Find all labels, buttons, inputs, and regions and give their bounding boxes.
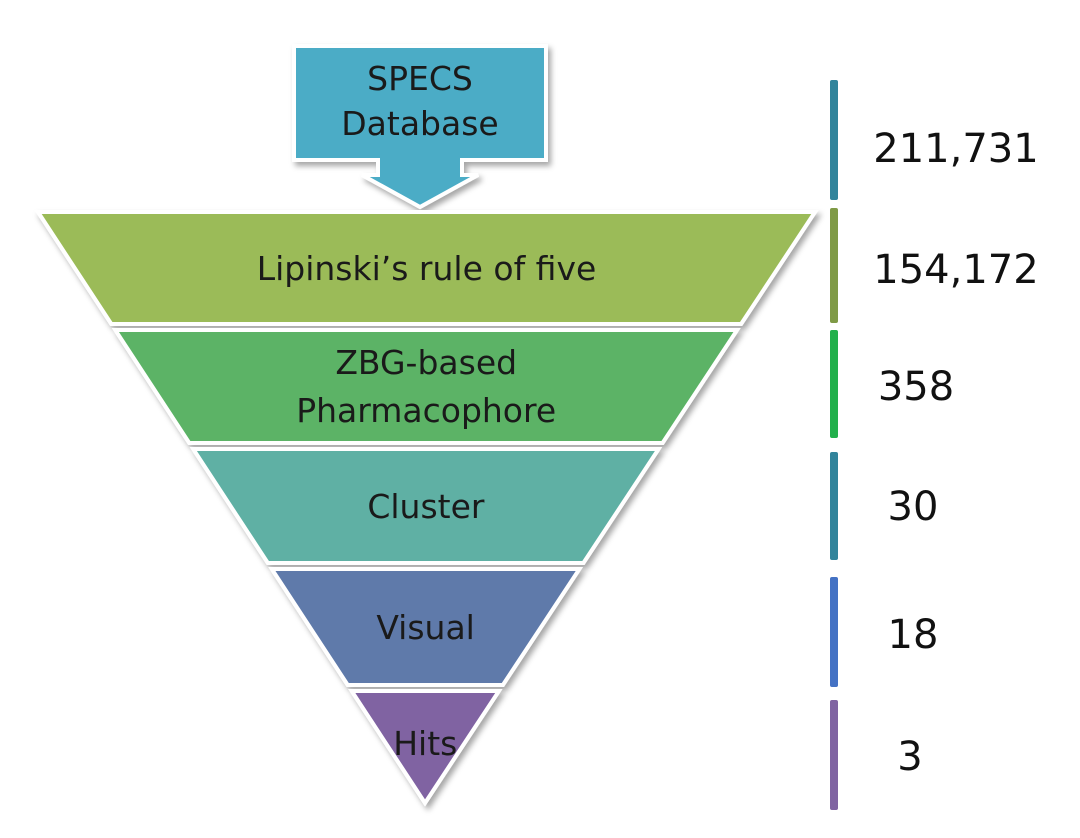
count-database: 211,731 (873, 126, 1038, 172)
count-bar-database (830, 80, 838, 200)
count-bar-lipinski (830, 208, 838, 323)
stage-3-label: Cluster (367, 487, 485, 526)
specs-database-box: SPECS Database (292, 44, 548, 210)
funnel-stage-hits: Hits (347, 689, 503, 807)
stage-4-label: Visual (376, 608, 475, 647)
funnel-layer-1 (34, 210, 819, 326)
count-column: 211,731 154,172 358 30 18 3 (830, 80, 1039, 810)
funnel-stage-visual: Visual (268, 567, 584, 687)
source-arrow-shape (292, 44, 548, 210)
count-hits: 3 (897, 734, 922, 780)
count-cluster: 30 (888, 484, 939, 530)
count-bar-zbg (830, 330, 838, 438)
funnel-stage-zbg: ZBG-based Pharmacophore (111, 328, 741, 445)
stage-2-label-line1: ZBG-based (335, 343, 517, 382)
count-visual: 18 (888, 612, 939, 658)
source-title-line2: Database (341, 104, 498, 143)
count-bar-cluster (830, 452, 838, 560)
source-title-line1: SPECS (367, 59, 473, 98)
funnel-stage-lipinski: Lipinski’s rule of five (34, 210, 819, 326)
count-lipinski: 154,172 (873, 247, 1038, 293)
funnel-stage-cluster: Cluster (189, 447, 663, 565)
count-zbg: 358 (878, 364, 954, 410)
count-bar-visual (830, 577, 838, 687)
funnel-layer-2 (111, 328, 741, 445)
stage-2-label-line2: Pharmacophore (296, 391, 556, 430)
funnel-layer-3 (189, 447, 663, 565)
stage-1-label: Lipinski’s rule of five (257, 249, 597, 288)
stage-5-label: Hits (393, 724, 457, 763)
count-bar-hits (830, 700, 838, 810)
funnel-layer-4 (268, 567, 584, 687)
funnel-layer-5 (347, 689, 503, 807)
